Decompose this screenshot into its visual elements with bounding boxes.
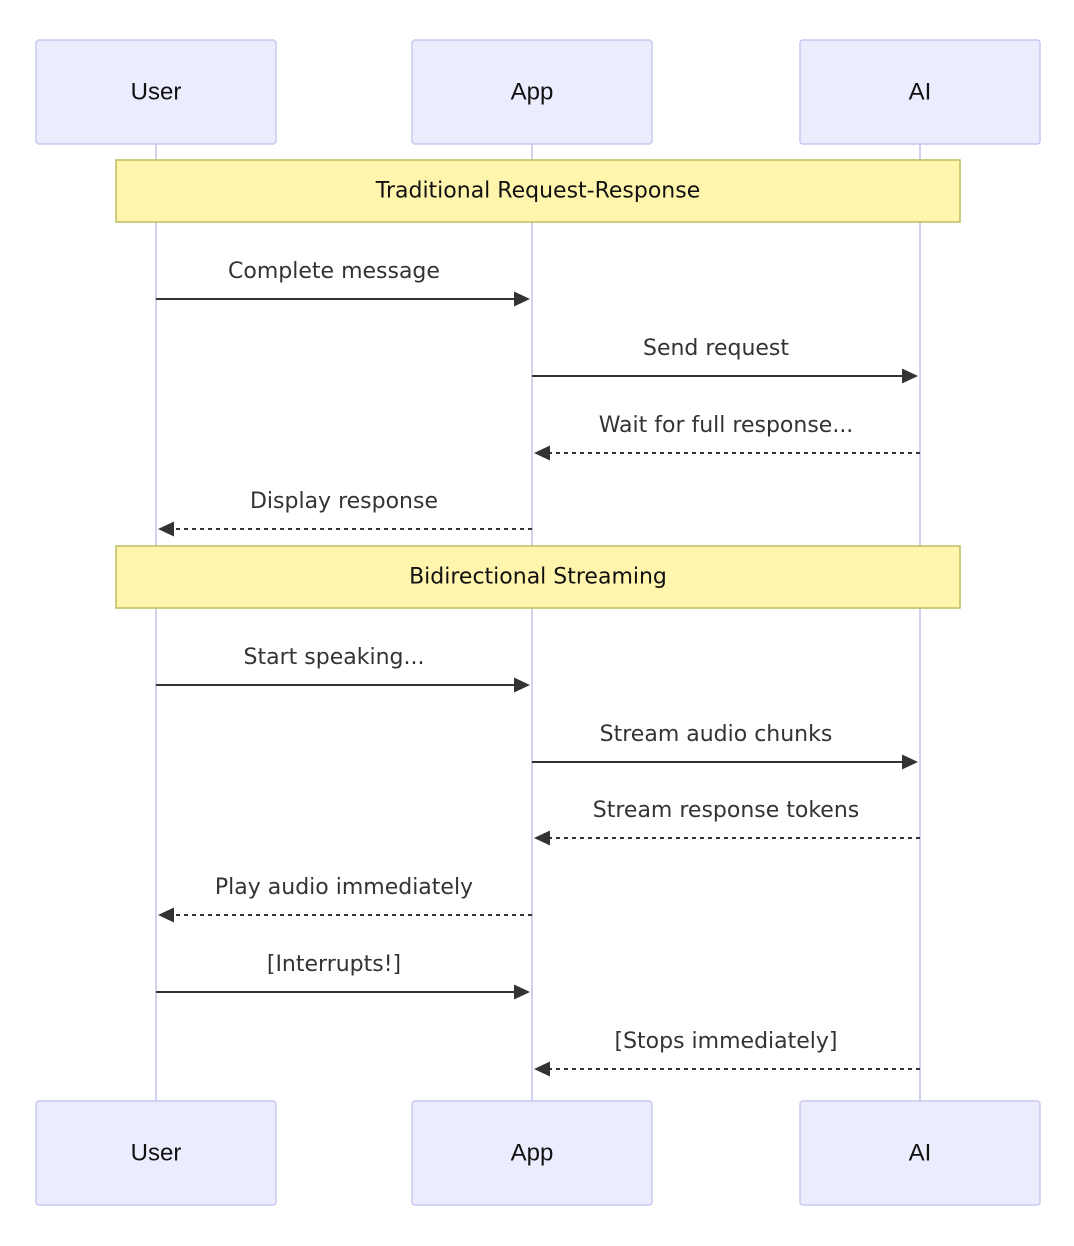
actor-label-app-bottom: App (511, 1140, 554, 1167)
actor-label-user-top: User (131, 79, 182, 106)
actor-app-top: App (411, 39, 653, 145)
message-label: Play audio immediately (215, 875, 473, 900)
actor-box-user-bottom (35, 1100, 277, 1206)
message-label: Complete message (228, 259, 440, 284)
actor-row-bottom: User App AI (35, 1100, 1041, 1206)
section-note-label: Traditional Request-Response (375, 179, 701, 204)
arrowhead-icon (534, 1061, 550, 1077)
message: Display response (158, 489, 532, 537)
lifelines (155, 144, 921, 1101)
section-note-label: Bidirectional Streaming (409, 565, 667, 590)
actor-ai-bottom: AI (799, 1100, 1041, 1206)
actor-user-top: User (35, 39, 277, 145)
actor-label-user-bottom: User (131, 1140, 182, 1167)
arrowhead-icon (158, 907, 174, 923)
message: Wait for full response... (534, 413, 920, 461)
message: Complete message (156, 259, 530, 307)
message: Send request (532, 336, 918, 384)
arrowhead-icon (514, 291, 530, 307)
actor-label-ai-bottom: AI (909, 1140, 932, 1167)
actor-box-ai-bottom (799, 1100, 1041, 1206)
actor-app-bottom: App (411, 1100, 653, 1206)
message: [Stops immediately] (534, 1029, 920, 1077)
message: Start speaking... (156, 645, 530, 693)
message: [Interrupts!] (156, 952, 530, 1000)
arrowhead-icon (158, 521, 174, 537)
message: Play audio immediately (158, 875, 532, 923)
message-label: [Interrupts!] (267, 952, 401, 977)
actor-box-app-bottom (411, 1100, 653, 1206)
actor-user-bottom: User (35, 1100, 277, 1206)
message-label: Wait for full response... (599, 413, 854, 438)
actor-ai-top: AI (799, 39, 1041, 145)
message-label: Display response (250, 489, 438, 514)
arrowhead-icon (534, 445, 550, 461)
actor-row-top: User App AI (35, 39, 1041, 145)
arrowhead-icon (902, 368, 918, 384)
actor-label-app-top: App (511, 79, 554, 106)
message-label: Stream audio chunks (600, 722, 833, 747)
message-label: Start speaking... (244, 645, 425, 670)
actor-box-ai-top (799, 39, 1041, 145)
message: Stream audio chunks (532, 722, 918, 770)
arrowhead-icon (902, 754, 918, 770)
arrowhead-icon (514, 677, 530, 693)
actor-label-ai-top: AI (909, 79, 932, 106)
message: Stream response tokens (534, 798, 920, 846)
message-label: [Stops immediately] (615, 1029, 838, 1054)
message-label: Send request (643, 336, 789, 361)
arrowhead-icon (534, 830, 550, 846)
actor-box-user-top (35, 39, 277, 145)
arrowhead-icon (514, 984, 530, 1000)
message-label: Stream response tokens (593, 798, 860, 823)
actor-box-app-top (411, 39, 653, 145)
section-note-box (115, 545, 961, 609)
section-note-box (115, 159, 961, 223)
